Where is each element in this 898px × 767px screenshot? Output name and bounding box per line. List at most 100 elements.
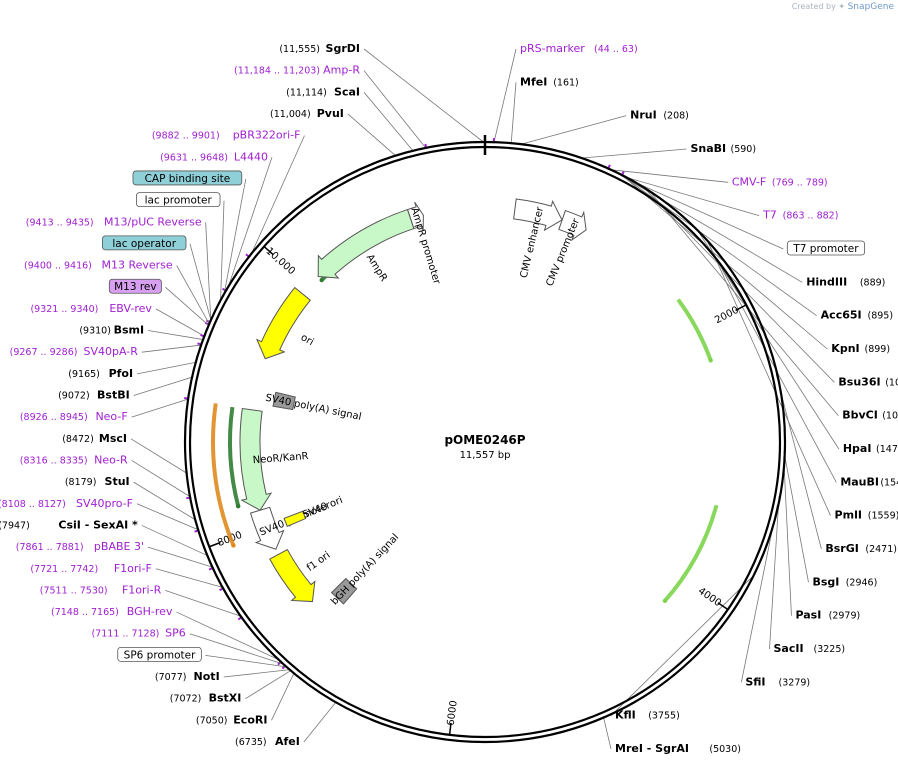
site-label-kfli[interactable]: KflI(3755) [615, 709, 680, 722]
site-label-bgh-rev[interactable]: BGH-rev(7148 .. 7165) [51, 605, 173, 618]
site-label-l4440[interactable]: L4440(9631 .. 9648) [160, 150, 268, 163]
leader-line [607, 169, 728, 183]
leader-line [493, 48, 517, 144]
site-label-neo-f[interactable]: Neo-F(8926 .. 8945) [20, 410, 128, 423]
label-box [786, 240, 866, 256]
site-label-mfei[interactable]: MfeI(161) [520, 75, 579, 88]
site-label-sp6-promoter[interactable]: SP6 promoter [117, 646, 202, 662]
site-label-cmv-f[interactable]: CMV-F(769 .. 789) [732, 175, 828, 188]
site-label-pasi[interactable]: PasI(2979) [795, 609, 860, 622]
feature-ori[interactable] [255, 286, 312, 360]
site-label-pbr322ori-f[interactable]: pBR322ori-F(9882 .. 9901) [152, 129, 301, 142]
site-label-m13-rev[interactable]: M13 rev [108, 278, 162, 294]
site-label-f1ori-f[interactable]: F1ori-F(7721 .. 7742) [30, 562, 151, 575]
site-label-msci[interactable]: MscI(8472) [62, 432, 127, 445]
site-label-sacii[interactable]: SacII(3225) [773, 642, 845, 655]
site-label-bsu36i[interactable]: Bsu36I(1048) [838, 375, 898, 388]
site-label-bsmi[interactable]: BsmI(9310) [79, 324, 144, 337]
site-label-mrei-sgrai[interactable]: MreI - SgrAI (5030) [615, 742, 741, 755]
label-position: (9267 .. 9286) [10, 347, 78, 358]
site-label-hpai[interactable]: HpaI(1475) [843, 442, 898, 455]
label-position: (1048) [885, 377, 898, 388]
site-label-m13-reverse[interactable]: M13 Reverse(9400 .. 9416) [24, 259, 173, 272]
site-label-lac-operator[interactable]: lac operator [102, 235, 187, 251]
feature-ampr[interactable] [317, 208, 415, 279]
site-label-prs-marker[interactable]: pRS-marker(44 .. 63) [520, 42, 638, 55]
leader-line [363, 48, 485, 144]
label-name: EcoRI [233, 713, 267, 726]
site-label-snabi[interactable]: SnaBI (590) [691, 142, 757, 155]
site-label-bsrgi[interactable]: BsrGI(2471) [825, 542, 897, 555]
site-label-sfii[interactable]: SfiI(3279) [745, 675, 810, 688]
label-position: (590) [731, 144, 757, 155]
leader-line [147, 546, 214, 568]
site-label-stui[interactable]: StuI(8179) [65, 475, 130, 488]
label-position: (2471) [865, 544, 897, 555]
feature-label-neor-kanr: NeoR/KanR [252, 451, 309, 466]
label-name: CMV-F [732, 175, 766, 188]
site-label-scai[interactable]: ScaI(11,114) [286, 85, 360, 98]
site-label-nrui[interactable]: NruI(208) [630, 109, 689, 122]
feature-label-ori: ori [299, 332, 316, 348]
site-label-noti[interactable]: NotI(7077) [155, 670, 220, 683]
feature-sv40-ori[interactable] [283, 510, 307, 528]
site-label-sv40pa-r[interactable]: SV40pA-R (9267 .. 9286) [10, 345, 139, 358]
label-position: (8926 .. 8945) [20, 412, 88, 423]
site-label-lac-promoter[interactable]: lac promoter [136, 192, 221, 207]
label-text: M13 rev [114, 281, 157, 293]
label-text: CAP binding site [145, 173, 231, 185]
leader-line [136, 503, 200, 531]
site-label-maubi[interactable]: MauBI(1546) [840, 475, 898, 488]
leader-line [131, 398, 190, 418]
leader-line [621, 175, 760, 217]
label-name: SV40pA-R [83, 345, 138, 358]
feature-label-ampr: AmpR [364, 253, 389, 284]
label-name: KflI [615, 709, 636, 722]
site-label-csii-sexai[interactable]: CsiI - SexAI *(7947) [0, 518, 138, 531]
label-position: (5030) [709, 744, 741, 755]
site-label-bstxi[interactable]: BstXI(7072) [170, 692, 242, 705]
site-label-sv40pro-f[interactable]: SV40pro-F(8108 .. 8127) [0, 497, 133, 510]
feature-label-f1-ori: f1 ori [305, 550, 333, 574]
feature-sv40-promoter[interactable] [249, 506, 285, 550]
site-label-pfoi[interactable]: PfoI(9165) [68, 367, 133, 380]
feature-cmv-promoter[interactable] [558, 209, 587, 242]
site-label-f1ori-r[interactable]: F1ori-R(7511 .. 7530) [40, 583, 162, 596]
site-label-pbabe-3[interactable]: pBABE 3'(7861 .. 7881) [16, 540, 144, 553]
leader-line [303, 701, 337, 743]
site-label-sp6[interactable]: SP6(7111 .. 7128) [92, 627, 186, 640]
site-label-t7-promoter[interactable]: T7 promoter [786, 240, 866, 256]
site-label-afei[interactable]: AfeI(6735) [235, 735, 300, 748]
label-position: (2979) [829, 611, 861, 622]
feature-cmv-enhancer[interactable] [513, 198, 563, 232]
label-name: SnaBI [691, 142, 727, 155]
site-label-amp-r[interactable]: Amp-R(11,184 .. 11,203) [234, 64, 360, 77]
feature-neor-kanr[interactable] [239, 407, 273, 511]
site-label-pvui[interactable]: PvuI(11,004) [270, 107, 344, 120]
ruler-tick [263, 245, 274, 256]
site-label-t7[interactable]: T7(863 .. 882) [762, 209, 838, 222]
site-label-bstbi[interactable]: BstBI(9072) [58, 389, 130, 402]
site-label-acc65i[interactable]: Acc65I(895) [821, 309, 893, 322]
site-label-bsgi[interactable]: BsgI(2946) [812, 575, 877, 588]
feature-sv40-polya-signal[interactable] [272, 391, 296, 411]
site-label-hindiii[interactable]: HindIII(889) [806, 275, 885, 288]
orf-arc [211, 403, 236, 547]
ruler-tick-label: 2000 [713, 305, 741, 327]
site-label-pmli[interactable]: PmlI(1559) [835, 509, 898, 522]
label-name: MreI - SgrAI [615, 742, 689, 755]
site-label-m13-puc-reverse[interactable]: M13/pUC Reverse(9413 .. 9435) [26, 215, 202, 228]
site-label-cap-binding-site[interactable]: CAP binding site [132, 170, 243, 186]
feature-f1-ori[interactable] [269, 548, 316, 603]
site-label-ecori[interactable]: EcoRI(7050) [196, 713, 268, 726]
site-label-neo-r[interactable]: Neo-R(8316 .. 8335) [20, 453, 128, 466]
site-label-sgrdi[interactable]: SgrDI(11,555) [279, 42, 360, 55]
leader-line [510, 82, 517, 145]
feature-ampr-promoter[interactable] [406, 201, 424, 232]
feature-bgh-polya-signal[interactable] [330, 577, 358, 605]
label-position: (9413 .. 9435) [26, 217, 94, 228]
label-name: T7 [762, 209, 777, 222]
site-label-kpni[interactable]: KpnI(899) [831, 342, 890, 355]
site-label-ebv-rev[interactable]: EBV-rev(9321 .. 9340) [30, 302, 152, 315]
site-label-bbvci[interactable]: BbvCI(1088) [842, 409, 898, 422]
